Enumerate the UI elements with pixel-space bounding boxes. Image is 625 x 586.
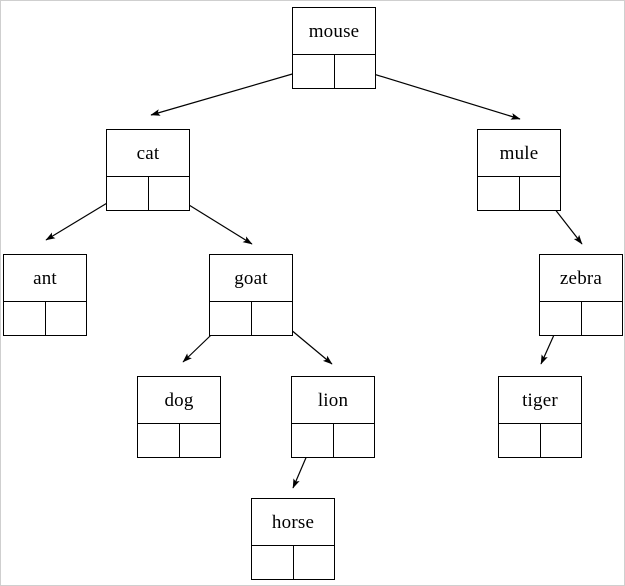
tree-node-pointer-row [138,423,220,457]
tree-node-pointer-row [107,176,189,210]
tree-edge-mouse-mule [353,67,521,120]
right-pointer-cell [149,177,190,210]
tree-node-label: dog [164,389,194,411]
right-pointer-cell [252,302,293,335]
tree-node-label: cat [136,142,160,164]
right-pointer-cell [335,55,376,88]
left-pointer-cell [4,302,46,335]
tree-node-pointer-row [252,545,334,579]
right-pointer-cell [180,424,221,457]
tree-node-lion: lion [291,376,375,458]
tree-edge-mouse-cat [150,67,314,116]
left-pointer-cell [107,177,149,210]
tree-node-label: tiger [522,389,558,411]
right-pointer-cell [582,302,623,335]
tree-node-label: lion [317,389,349,411]
right-pointer-cell [294,546,335,579]
tree-node-pointer-row [292,423,374,457]
left-pointer-cell [292,424,334,457]
right-pointer-cell [541,424,582,457]
left-pointer-cell [210,302,252,335]
tree-node-label: ant [33,267,57,289]
tree-node-pointer-row [540,301,622,335]
tree-node-label: goat [234,267,268,289]
left-pointer-cell [138,424,180,457]
tree-node-mule: mule [477,129,561,211]
tree-node-ant: ant [3,254,87,336]
tree-node-tiger: tiger [498,376,582,458]
left-pointer-cell [293,55,335,88]
right-pointer-cell [520,177,561,210]
tree-node-label: mule [499,142,539,164]
left-pointer-cell [540,302,582,335]
tree-node-goat: goat [209,254,293,336]
tree-node-zebra: zebra [539,254,623,336]
tree-node-label: zebra [559,267,603,289]
tree-node-label: mouse [308,20,360,42]
tree-node-mouse: mouse [292,7,376,89]
tree-node-pointer-row [293,54,375,88]
tree-node-pointer-row [4,301,86,335]
tree-node-pointer-row [210,301,292,335]
right-pointer-cell [334,424,375,457]
left-pointer-cell [478,177,520,210]
right-pointer-cell [46,302,87,335]
tree-node-cat: cat [106,129,190,211]
tree-node-pointer-row [499,423,581,457]
tree-node-horse: horse [251,498,335,580]
tree-node-pointer-row [478,176,560,210]
tree-node-label: horse [271,511,315,533]
left-pointer-cell [499,424,541,457]
left-pointer-cell [252,546,294,579]
tree-node-dog: dog [137,376,221,458]
